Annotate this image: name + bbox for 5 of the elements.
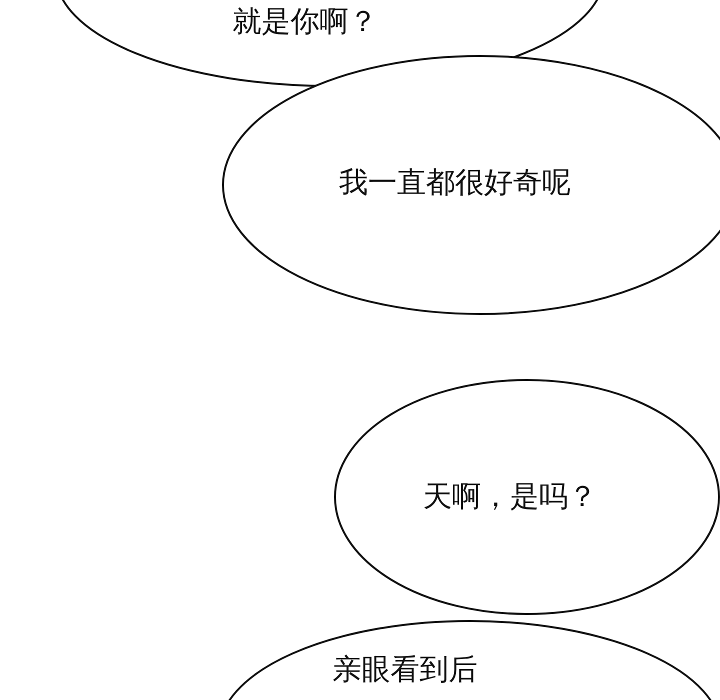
dialogue-text: 就是你啊？ — [232, 3, 378, 40]
speech-bubble — [334, 379, 720, 615]
dialogue-text: 我一直都很好奇呢 — [339, 164, 571, 201]
dialogue-text: 亲眼看到后 — [332, 651, 478, 688]
dialogue-text: 天啊，是吗？ — [423, 478, 597, 515]
